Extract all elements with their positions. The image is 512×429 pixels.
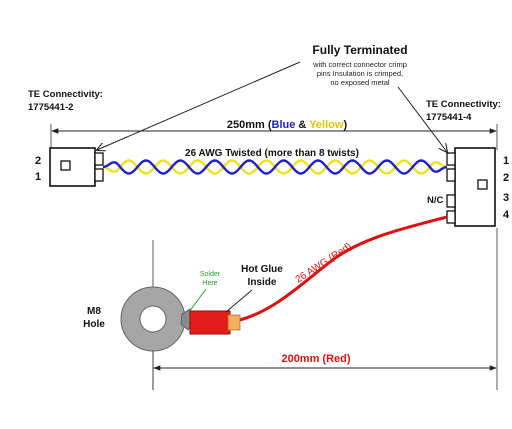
right-connector-maker: TE Connectivity:: [426, 99, 501, 110]
right-connector: [446, 147, 496, 227]
left-connector-maker: TE Connectivity:: [28, 89, 103, 100]
title-note-line-1: with correct connector crimp: [312, 60, 407, 69]
heatshrink-sleeve: [189, 310, 231, 335]
ring-hole: [139, 305, 167, 333]
right-pin-label-3: 3: [503, 192, 509, 204]
leader-right-arrow: [397, 86, 447, 152]
left-connector: [49, 147, 104, 187]
right-pin-label-4: 4: [503, 209, 510, 221]
solder-label-line-2: Here: [202, 280, 217, 287]
dim-top-label: 250mm (Blue & Yellow): [227, 119, 348, 131]
title: Fully Terminated: [312, 43, 407, 57]
left-pin-label-2: 2: [35, 155, 41, 167]
right-connector-part: 1775441-4: [426, 112, 472, 123]
left-pin-label-1: 1: [35, 171, 41, 183]
dim-bottom-label: 200mm (Red): [281, 353, 350, 365]
ring-label-line-2: Hole: [83, 319, 105, 330]
title-note-line-3: no exposed metal: [330, 78, 390, 87]
ring-label-line-1: M8: [87, 306, 101, 317]
crimp-terminal: [227, 314, 241, 331]
title-note-line-2: pins Insulation is crimped,: [317, 69, 403, 78]
red-wire-label: 26 AWG (Red): [294, 241, 354, 285]
twisted-wire-label: 26 AWG Twisted (more than 8 twists): [185, 148, 359, 159]
right-pin-label-2: 2: [503, 172, 509, 184]
nc-label: N/C: [427, 195, 444, 206]
right-pin-label-1: 1: [503, 155, 509, 167]
solder-leader-line: [188, 288, 207, 313]
left-connector-part: 1775441-2: [28, 102, 73, 113]
hotglue-leader-line: [225, 289, 253, 313]
solder-label-line-1: Solder: [200, 271, 221, 278]
blue-wire: [102, 159, 448, 175]
hotglue-label-line-1: Hot Glue: [241, 264, 283, 275]
leader-left-arrow: [97, 61, 301, 150]
red-wire: [239, 215, 448, 322]
hotglue-label-line-2: Inside: [248, 277, 277, 288]
